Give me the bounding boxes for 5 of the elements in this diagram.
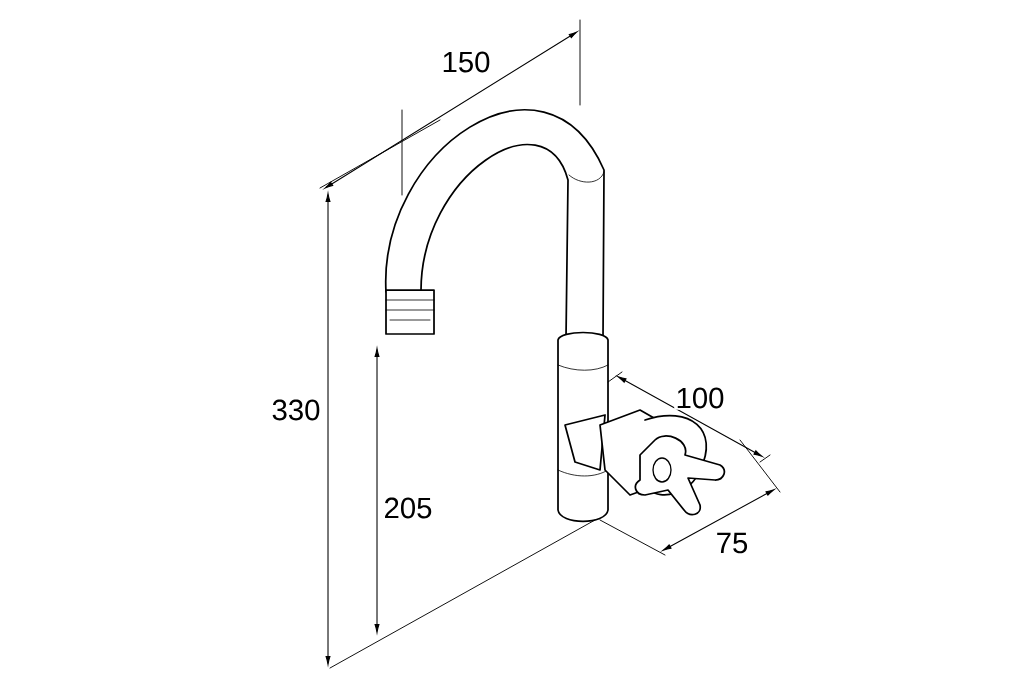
dimension-label: 75 bbox=[714, 531, 750, 555]
dimension-label: 150 bbox=[440, 50, 492, 74]
dimension-label: 330 bbox=[270, 398, 322, 422]
dimension-label: 100 bbox=[674, 386, 726, 410]
dimension-label: 205 bbox=[382, 496, 434, 520]
